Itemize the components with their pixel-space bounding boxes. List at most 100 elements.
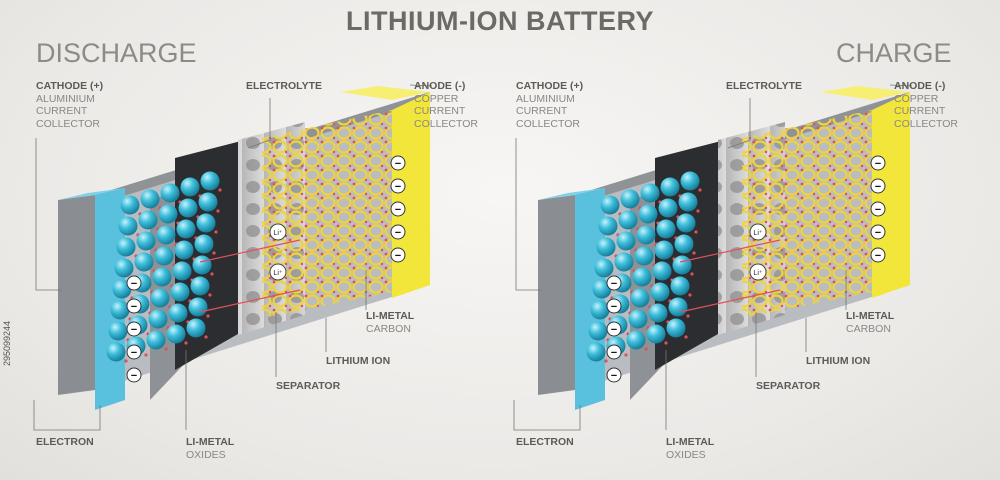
cathode-particle <box>174 240 194 260</box>
ion-flow-arrows <box>199 239 301 313</box>
lithium-ion-dot <box>624 353 628 357</box>
limetal-oxides-sub: OXIDES <box>186 448 226 461</box>
cathode-particle <box>616 231 636 251</box>
lithium-ion-dot <box>692 251 696 255</box>
lithium-ion-dot <box>212 251 216 255</box>
anode-collector <box>872 92 910 298</box>
lithium-ion-badges <box>749 223 767 281</box>
cathode-particle <box>198 192 218 212</box>
lithium-ion-title: LITHIUM ION <box>806 355 871 367</box>
electron-label: ELECTRON <box>516 436 574 449</box>
cathode-label: CATHODE (+) ALUMINIUM CURRENT COLLECTOR <box>516 80 583 130</box>
lithium-ion-dot <box>644 347 648 351</box>
cathode-particle <box>108 321 128 341</box>
electron-symbol: − <box>395 204 401 216</box>
cathode-particle <box>186 318 206 338</box>
electrolyte-label: ELECTROLYTE <box>726 80 802 93</box>
cathode-electrons <box>126 275 142 383</box>
limetal-oxides-label: LI-METAL OXIDES <box>666 436 714 461</box>
lithium-ion-dot <box>144 353 148 357</box>
cathode-particle <box>134 252 154 272</box>
cathode-particle <box>588 321 608 341</box>
cathode-line: CURRENT <box>36 105 88 117</box>
lithium-ion-dot <box>124 359 128 363</box>
electrolyte-title: ELECTROLYTE <box>726 80 803 92</box>
anode-electrons <box>390 155 406 263</box>
ion-symbol: Li⁺ <box>273 230 282 237</box>
cathode-particle <box>646 324 666 344</box>
cathode-particle <box>110 300 130 320</box>
cathode-particle <box>152 267 172 287</box>
electron-symbol: − <box>875 204 881 216</box>
limetal-carbon-title: LI-METAL <box>366 310 415 322</box>
ion-symbol: Li⁺ <box>753 230 762 237</box>
limetal-oxides-title: LI-METAL <box>666 436 715 448</box>
cathode-particle <box>180 177 200 197</box>
separator-title: SEPARATOR <box>756 380 821 392</box>
front-face <box>538 195 575 395</box>
cathode-particle <box>140 189 160 209</box>
cathode-particle <box>586 342 606 362</box>
callout-lines-left <box>33 84 433 431</box>
electron-symbol: − <box>131 347 137 359</box>
cathode-particle <box>620 189 640 209</box>
cathode-particle <box>154 246 174 266</box>
mode-title-charge: CHARGE <box>836 38 952 68</box>
limetal-carbon-label: LI-METAL CARBON <box>846 310 894 335</box>
anode-electrons <box>870 155 886 263</box>
electron-symbol: − <box>395 250 401 262</box>
cathode-label: CATHODE (+) ALUMINIUM CURRENT COLLECTOR <box>36 80 103 130</box>
lithium-ion-dot <box>684 335 688 339</box>
ion-symbol: Li⁺ <box>273 270 282 277</box>
cathode-particle <box>106 342 126 362</box>
anode-line: COPPER <box>894 92 939 105</box>
limetal-carbon-sub: CARBON <box>846 322 891 335</box>
electron-title: ELECTRON <box>36 436 94 448</box>
separator-label: SEPARATOR <box>756 380 820 393</box>
anode-lattice <box>742 110 872 318</box>
cathode-particle <box>116 237 136 257</box>
limetal-carbon-label: LI-METAL CARBON <box>366 310 414 335</box>
cathode-line: ALUMINIUM <box>36 92 95 105</box>
cathode-particle <box>638 204 658 224</box>
cathode-particle <box>674 234 694 254</box>
front-face <box>58 195 95 395</box>
lithium-ion-label: LITHIUM ION <box>806 355 870 368</box>
cathode-line: COLLECTOR <box>516 117 580 130</box>
electron-symbol: − <box>611 370 617 382</box>
cathode-particle <box>172 261 192 281</box>
cathode-particle <box>176 219 196 239</box>
cathode-particle <box>160 183 180 203</box>
electrolyte-label: ELECTROLYTE <box>246 80 322 93</box>
cathode-particle <box>598 216 618 236</box>
lithium-ion-dot <box>686 314 690 318</box>
lithium-ion-dot <box>216 209 220 213</box>
cathode-particle <box>680 171 700 191</box>
limetal-carbon-title: LI-METAL <box>846 310 895 322</box>
cathode-particle <box>676 213 696 233</box>
cathode-line: CURRENT <box>516 105 568 117</box>
lithium-ion-dot <box>218 188 222 192</box>
lithium-ion-dot <box>206 314 210 318</box>
electron-symbol: − <box>131 370 137 382</box>
lithium-ion-label: LITHIUM ION <box>326 355 390 368</box>
cathode-particle <box>166 324 186 344</box>
cathode-particle <box>188 297 208 317</box>
lithium-ion-dot <box>184 341 188 345</box>
lithium-ion-dot <box>214 230 218 234</box>
discharge-battery: − − − − − − − − − − Li⁺ Li⁺ <box>33 84 433 431</box>
cathode-particle <box>146 330 166 350</box>
cathode-particle <box>614 252 634 272</box>
electron-symbol: − <box>395 181 401 193</box>
cathode-particles <box>586 171 702 363</box>
electron-symbol: − <box>875 227 881 239</box>
callout-lines-right <box>513 84 913 431</box>
cathode-particle <box>590 300 610 320</box>
cathode-particle <box>656 219 676 239</box>
lithium-ion-badges <box>269 223 287 281</box>
lithium-ion-dot <box>208 293 212 297</box>
cathode-particle <box>658 198 678 218</box>
cathode-particle <box>156 225 176 245</box>
electron-symbol: − <box>611 301 617 313</box>
cathode-particle <box>630 288 650 308</box>
